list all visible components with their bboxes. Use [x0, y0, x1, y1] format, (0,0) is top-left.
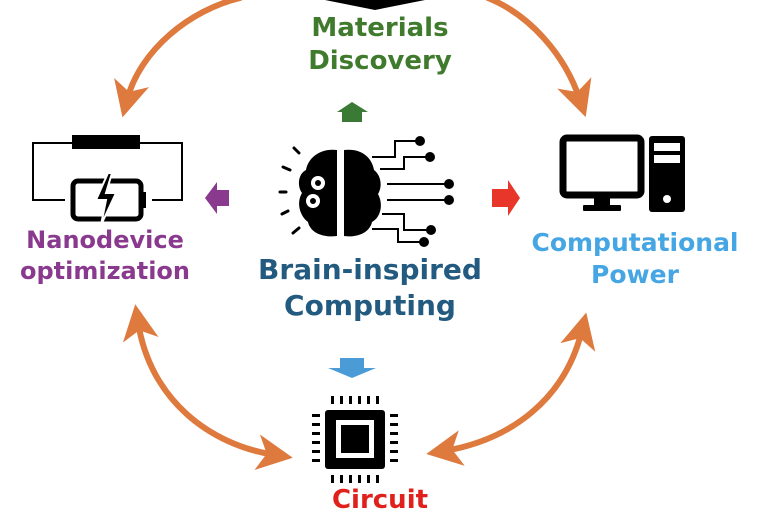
materials-discovery-label: Materials Discovery — [230, 12, 530, 79]
nanodevice-label-line2: optimization — [19, 256, 191, 285]
black-arrow-down-icon — [325, 0, 425, 10]
cycle-arrow-bottom-right — [426, 312, 596, 466]
arrow-up-materials — [337, 102, 368, 122]
circuit-label-line1: Circuit — [331, 485, 429, 515]
computational-label-line1: Computational — [531, 228, 739, 257]
arrow-left-nanodevice — [205, 182, 229, 214]
brain-label-line2: Computing — [284, 288, 456, 322]
computational-label-line2: Power — [591, 260, 679, 289]
cycle-arrow-bottom-left — [122, 304, 293, 471]
computational-power-label: Computational Power — [510, 227, 760, 291]
cycle-arrow-top-right — [485, 0, 592, 118]
materials-label-line2: Discovery — [308, 46, 452, 77]
circuit-label: Circuit — [250, 484, 510, 517]
diagram-canvas — [32, 0, 685, 483]
brain-label-line1: Brain-inspired — [258, 253, 482, 286]
desktop-computer-icon — [559, 134, 685, 212]
arrow-right-computational — [492, 180, 520, 216]
materials-label-line1: Materials — [311, 13, 449, 43]
battery-circuit-icon — [32, 135, 183, 226]
nanodevice-optimization-label: Nanodevice optimization — [0, 225, 210, 286]
brain-inspired-computing-label: Brain-inspired Computing — [220, 252, 520, 324]
arrow-down-chip — [328, 358, 376, 378]
chip-icon — [312, 396, 398, 483]
cycle-arrow-top-left — [114, 0, 243, 118]
nanodevice-label-line1: Nanodevice — [26, 226, 184, 254]
brain-circuit-icon — [278, 136, 454, 247]
